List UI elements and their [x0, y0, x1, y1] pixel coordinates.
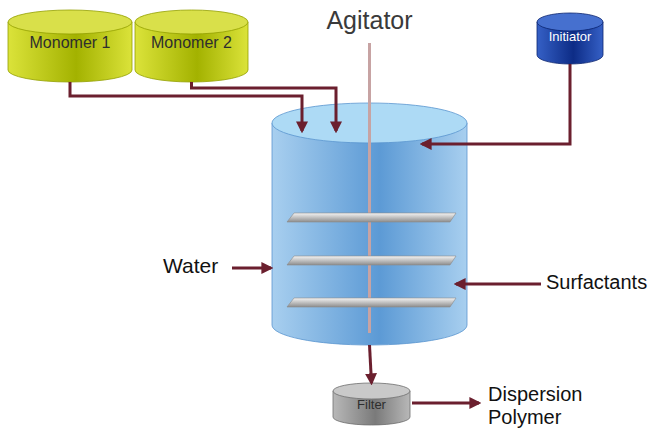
tank-label: Initiator — [549, 30, 592, 45]
equipment-heading: Agitator — [326, 6, 412, 35]
monomer-tank: Monomer 2 — [135, 10, 248, 82]
feed-arrow — [232, 267, 271, 270]
initiator-tank: Initiator — [537, 13, 603, 64]
agitator-blade — [287, 298, 456, 307]
cylinder-top — [537, 13, 603, 31]
flow-arrow — [422, 64, 570, 144]
feed-label: Surfactants — [546, 271, 647, 294]
cylinder-top — [333, 383, 410, 399]
cylinder-top — [8, 10, 132, 34]
tank-label: Filter — [357, 398, 386, 413]
cylinder-top — [135, 10, 248, 34]
tank-label: Monomer 2 — [151, 34, 232, 52]
flow-arrow — [370, 345, 372, 383]
product-label: Dispersion Polymer — [488, 383, 608, 429]
tank-label: Monomer 1 — [30, 34, 111, 52]
cylinder-outline — [272, 103, 467, 345]
flow-arrow — [192, 82, 337, 131]
reactor-vessel: Agitator — [272, 103, 467, 345]
agitator-shaft — [368, 43, 371, 333]
edge-group — [70, 64, 570, 383]
output-arrow — [412, 402, 479, 405]
feed-arrow — [456, 283, 541, 286]
agitator-blade — [287, 213, 456, 222]
filter-unit: Filter — [333, 383, 410, 425]
agitator-blade — [287, 256, 456, 265]
monomer-tank: Monomer 1 — [8, 10, 132, 82]
feed-label: Water — [163, 254, 218, 278]
